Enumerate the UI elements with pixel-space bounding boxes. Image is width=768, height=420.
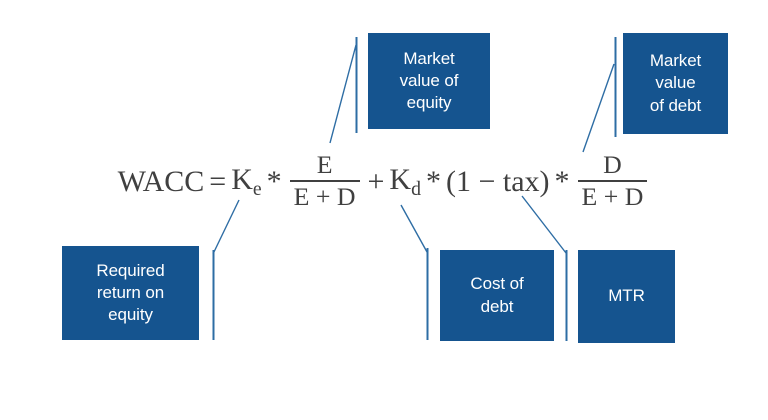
debt-weight-numerator: D xyxy=(603,150,622,180)
equation-ke: Ke xyxy=(231,163,261,201)
callout-required-return-on-equity: Required return on equity xyxy=(62,246,199,340)
wacc-equation: WACC = Ke * E E + D + Kd * (1 − tax) * D… xyxy=(0,144,768,220)
connector-leader-market-value-debt xyxy=(582,63,615,153)
equity-weight-numerator: E xyxy=(316,150,333,180)
equation-multiply-2: * xyxy=(425,165,441,198)
equation-lhs-wacc: WACC xyxy=(117,165,205,198)
ke-subscript: e xyxy=(252,177,262,200)
callout-market-value-of-debt: Market value of debt xyxy=(623,33,728,134)
equation-tax-shield-group: (1 − tax) xyxy=(445,165,550,198)
equation-equals-sign: = xyxy=(209,165,227,198)
fraction-bar xyxy=(289,180,360,182)
equation-multiply-3: * xyxy=(554,165,570,198)
debt-weight-denominator: E + D xyxy=(581,182,644,211)
equation-plus-sign: + xyxy=(367,165,385,198)
ke-base: K xyxy=(231,163,253,197)
callout-market-value-of-equity: Market value of equity xyxy=(368,33,490,129)
equity-weight-fraction: E E + D xyxy=(289,150,360,211)
kd-base: K xyxy=(389,163,412,197)
fraction-bar xyxy=(577,180,648,182)
callout-mtr: MTR xyxy=(578,250,675,343)
debt-weight-fraction: D E + D xyxy=(577,150,648,211)
equity-weight-denominator: E + D xyxy=(293,182,356,211)
kd-subscript: d xyxy=(411,177,421,200)
connector-leader-market-value-equity xyxy=(329,44,357,144)
equation-multiply-1: * xyxy=(266,165,282,198)
equation-kd: Kd xyxy=(389,163,421,201)
callout-cost-of-debt: Cost of debt xyxy=(440,250,554,341)
